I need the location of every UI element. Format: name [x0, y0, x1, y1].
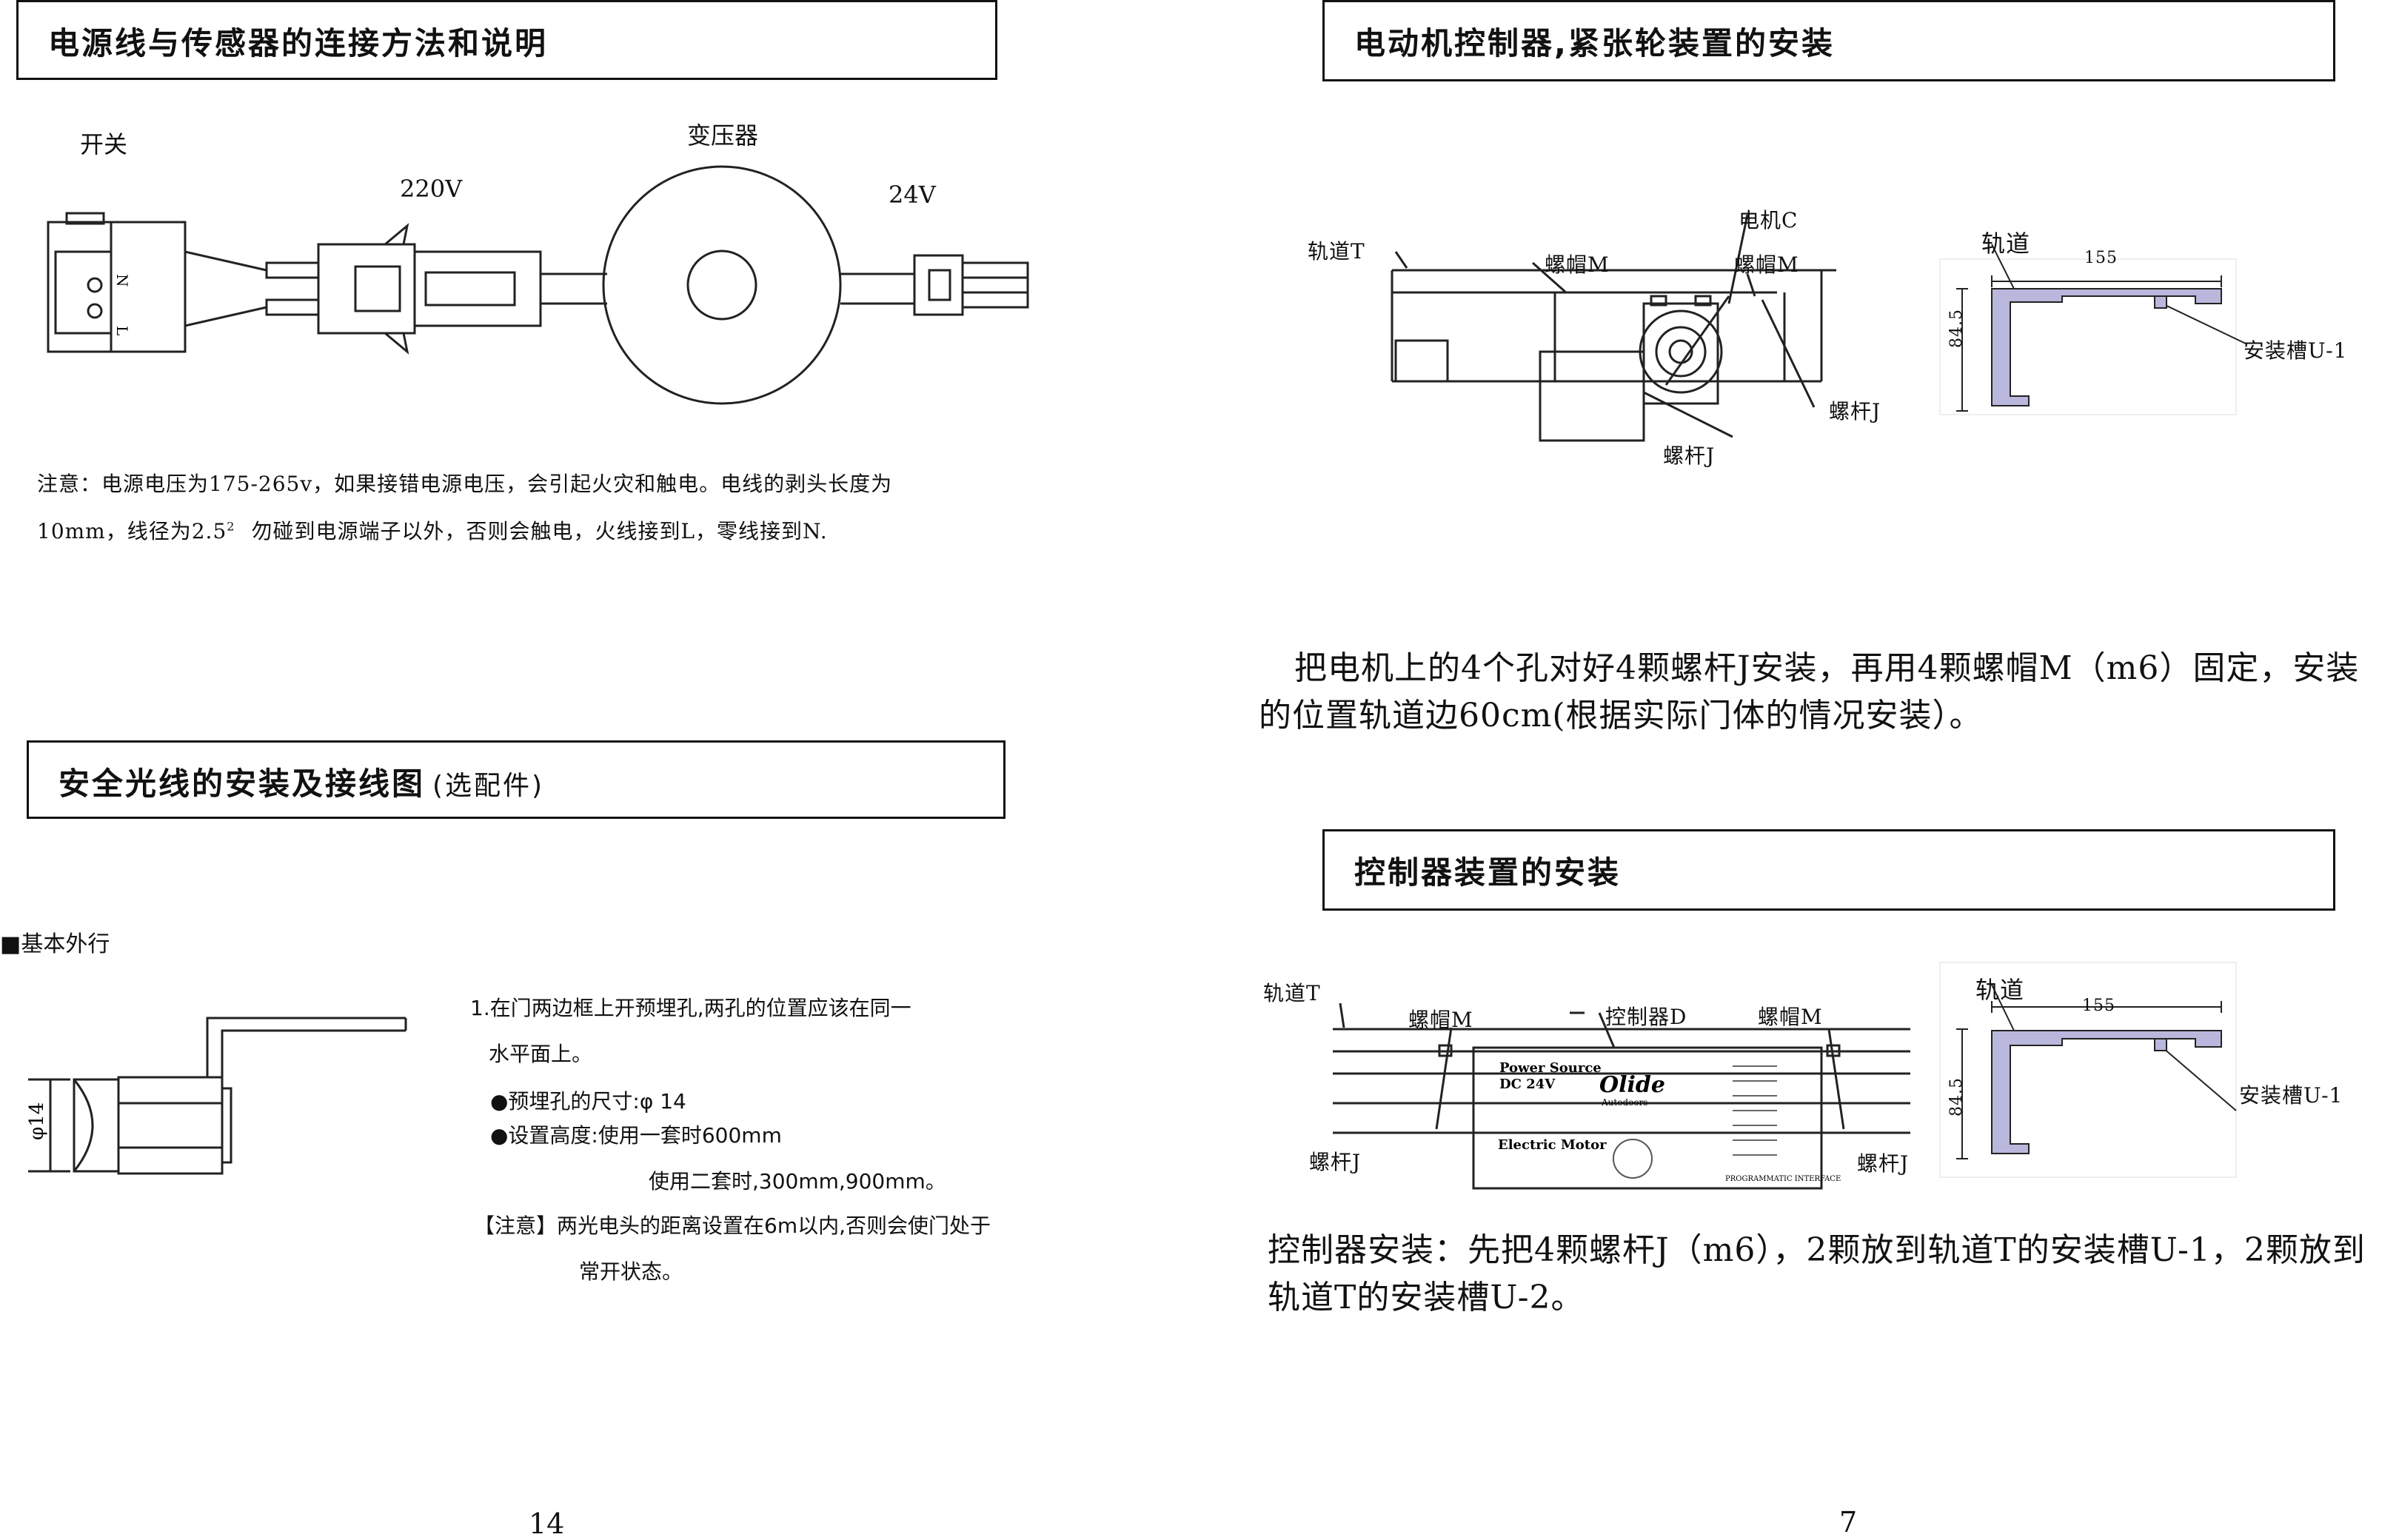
label-rail-t: 轨道T	[1308, 239, 1365, 264]
section-header-safety-beam: 安全光线的安装及接线图(选配件)	[27, 740, 1006, 819]
svg-text:PROGRAMMATIC INTERFACE: PROGRAMMATIC INTERFACE	[1725, 1175, 1841, 1183]
note-superscript: 2	[227, 519, 235, 534]
safety-line2: 水平面上。	[489, 1042, 593, 1066]
section-title: 控制器装置的安装	[1354, 854, 1622, 891]
rail-profile-diagram	[1939, 244, 2248, 415]
svg-text:Electric Motor: Electric Motor	[1498, 1137, 1607, 1153]
transformer-label: 变压器	[687, 121, 759, 150]
motor-install-para-line2: 的位置轨道边60cm(根据实际门体的情况安装）。	[1259, 697, 1983, 734]
section-title: 电动机控制器,紧张轮装置的安装	[1354, 25, 1835, 61]
sensor-dim-label: φ14	[26, 1102, 48, 1140]
section-header-motor-install: 电动机控制器,紧张轮装置的安装	[1322, 0, 2335, 81]
safety-line6: 【注意】两光电头的距离设置在6m以内,否则会使门处于	[474, 1213, 991, 1238]
svg-text:Power Source: Power Source	[1499, 1060, 1602, 1076]
label-motor-c: 电机C	[1739, 208, 1799, 232]
switch-label: 开关	[80, 130, 128, 158]
controller-para-line1: 控制器安装：先把4颗螺杆J（m6），2颗放到轨道T的安装槽U-1，2颗放到	[1268, 1231, 2366, 1269]
motor-install-diagram	[1391, 214, 1836, 442]
section-title: 安全光线的安装及接线图(选配件)	[58, 766, 545, 802]
label-rail: 轨道	[1981, 230, 2031, 258]
controller-para-line2: 轨道T的安装槽U-2。	[1268, 1279, 1585, 1316]
safety-line5: 使用二套时,300mm,900mm。	[649, 1169, 946, 1194]
label-slot-u1: 安装槽U-1	[2244, 338, 2348, 363]
label-nut-m-right-2: 螺帽M	[1758, 1005, 1823, 1029]
switch-box	[47, 221, 187, 353]
label-dim-845: 84.5	[1947, 309, 1966, 348]
note-line2b: 勿碰到电源端子以外，否则会触电，火线接到L，零线接到N.	[251, 519, 828, 543]
label-screw-j-right-2: 螺杆J	[1857, 1151, 1910, 1176]
label-nut-m-right: 螺帽M	[1734, 252, 1799, 277]
label-nut-m-left: 螺帽M	[1545, 252, 1610, 277]
svg-text:Autodoors: Autodoors	[1601, 1097, 1647, 1108]
svg-text:DC 24V: DC 24V	[1499, 1077, 1556, 1092]
label-screw-j-left-2: 螺杆J	[1309, 1150, 1362, 1174]
rail-profile-diagram-2	[1939, 962, 2237, 1178]
svg-text:Olide: Olide	[1599, 1072, 1665, 1098]
power-note-line1: 注意：电源电压为175-265v，如果接错电源电压，会引起火灾和触电。电线的剥头…	[37, 472, 893, 496]
controller-install-diagram: Power Source DC 24V Olide Autodoors Elec…	[1333, 1002, 1910, 1190]
label-dim-155-2: 155	[2082, 997, 2115, 1015]
plug-24v	[913, 254, 964, 316]
section-header-power-sensor: 电源线与传感器的连接方法和说明	[16, 0, 997, 80]
transformer-ring	[602, 165, 842, 405]
photo-sensor-diagram: φ14	[26, 1017, 407, 1175]
voltage-out-label: 24V	[889, 181, 936, 209]
safety-line3: ●预埋孔的尺寸:φ 14	[490, 1089, 686, 1114]
label-screw-j-right: 螺杆J	[1829, 399, 1881, 424]
label-dim-155: 155	[2084, 249, 2118, 267]
label-screw-j-bottom: 螺杆J	[1663, 443, 1716, 468]
label-nut-m-left-2: 螺帽M	[1408, 1008, 1473, 1032]
label-slot-u1-2: 安装槽U-1	[2239, 1083, 2343, 1108]
terminal-l: L	[113, 326, 131, 335]
terminal-n: N	[113, 274, 131, 287]
voltage-in-label: 220V	[400, 175, 463, 203]
rail-profile-shape-2	[1991, 1030, 2222, 1154]
page-number-right: 7	[1839, 1506, 1858, 1539]
section-header-controller-install: 控制器装置的安装	[1322, 829, 2335, 911]
controller-body	[1472, 1046, 1823, 1190]
label-dim-845-2: 84.5	[1947, 1077, 1966, 1116]
motor-install-para-line1: 把电机上的4个孔对好4颗螺杆J安装，再用4颗螺帽M（m6）固定，安装	[1294, 649, 2360, 687]
label-rail-t-2: 轨道T	[1263, 981, 1321, 1005]
note-line2a: 10mm，线径为2.5	[37, 519, 227, 543]
label-rail-2: 轨道	[1975, 976, 2025, 1004]
section-title: 电源线与传感器的连接方法和说明	[48, 25, 549, 61]
safety-line4: ●设置高度:使用一套时600mm	[490, 1123, 782, 1148]
power-wiring-diagram: N L	[47, 165, 1029, 405]
power-note-line2: 10mm，线径为2.52 勿碰到电源端子以外，否则会触电，火线接到L，零线接到N.	[37, 515, 828, 545]
subhead-basic-shape: ■基本外行	[0, 931, 110, 957]
safety-line7: 常开状态。	[579, 1259, 683, 1284]
label-controller-d: 控制器D	[1605, 1005, 1687, 1029]
page-number-left: 14	[529, 1507, 565, 1540]
safety-line1: 1.在门两边框上开预埋孔,两孔的位置应该在同一	[470, 996, 911, 1020]
rail-profile-shape	[1991, 288, 2222, 406]
